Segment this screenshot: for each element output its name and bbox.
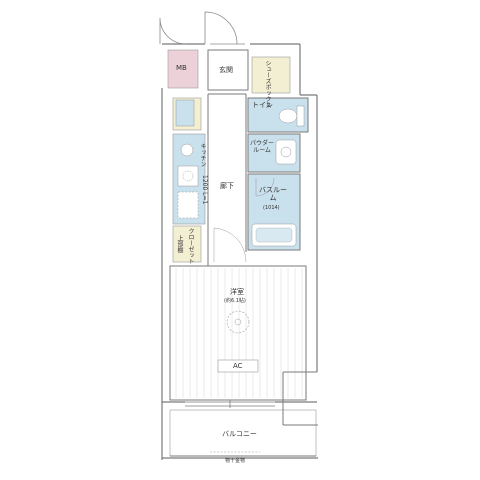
washbasin (275, 139, 297, 165)
kitchen-label: キッチン (199, 143, 206, 167)
burner (182, 170, 194, 182)
ceiling-light (226, 310, 250, 334)
entrance-label: 玄関 (219, 66, 233, 74)
mb-box (167, 49, 199, 89)
western-room (169, 265, 307, 401)
bath-size-label: (1014) (263, 205, 280, 211)
entrance-area (207, 49, 249, 91)
outer-walls (161, 43, 318, 460)
ac-unit (217, 359, 259, 373)
upper-shelf-label: 上部棚 (176, 235, 183, 253)
powder-room-label: パウダールーム (250, 140, 275, 154)
kitchen-width-label: 1200 L=1 (201, 175, 208, 205)
bath-door-swing (255, 177, 275, 197)
toilet-bowl (278, 108, 298, 124)
stove (177, 165, 199, 187)
bathtub-inner (255, 227, 293, 243)
handrail-label: 物干金物 (225, 458, 246, 464)
room-door-swing (213, 227, 247, 263)
corridor-walls (207, 93, 247, 266)
closet (172, 225, 202, 263)
fridge-space (177, 191, 199, 219)
ac-label: AC (233, 362, 243, 370)
closet-label: クローゼット (187, 228, 194, 264)
toilet-label: トイレ (252, 101, 273, 109)
balcony-label: バルコニー (222, 430, 257, 438)
flooring-lines (175, 268, 303, 398)
balcony (169, 409, 317, 457)
shoe-box-label: シューズボックス (264, 60, 271, 108)
shoe-box (251, 56, 291, 94)
mb-label: MB (176, 64, 187, 72)
kitchen-sink (180, 143, 194, 157)
balcony-window (185, 400, 275, 408)
corridor-label: 廊下 (220, 182, 234, 190)
bath-room-label: バスルーム (259, 186, 287, 202)
toilet-tank (296, 105, 305, 127)
western-size-label: (約6.1帖) (224, 298, 246, 304)
washer-area (175, 99, 195, 127)
washbasin-bowl (280, 146, 292, 158)
western-room-label: 洋室 (230, 288, 244, 296)
building-column (282, 371, 318, 426)
ceiling-light-center (234, 318, 242, 326)
entrance-door-swing (159, 11, 245, 45)
